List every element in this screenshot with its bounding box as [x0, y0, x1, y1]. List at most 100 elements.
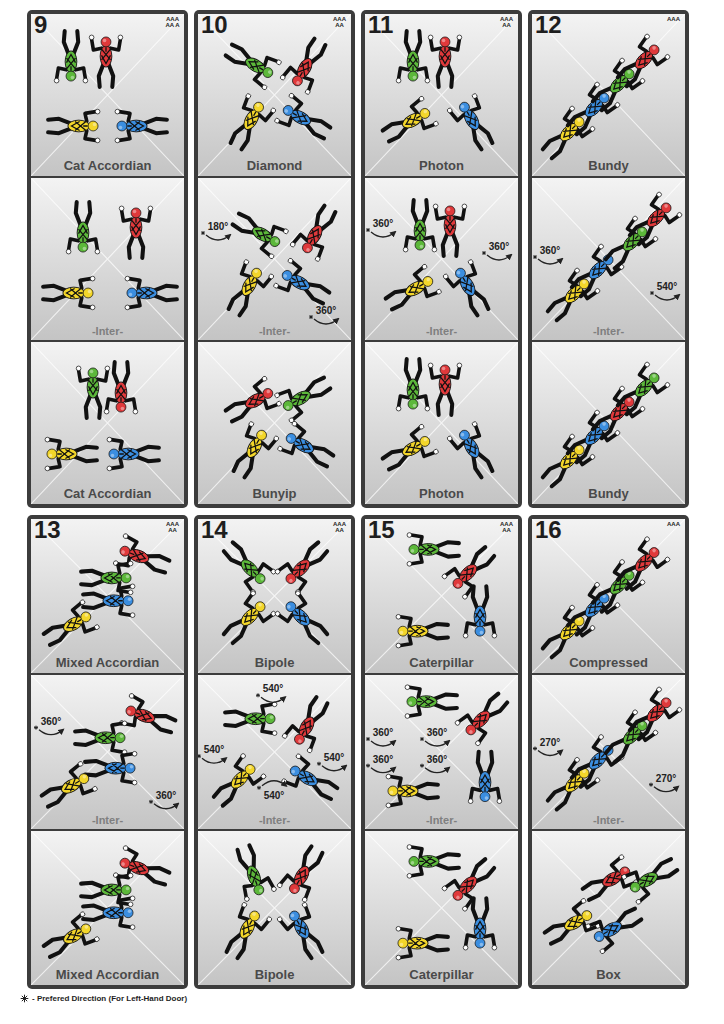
preferred-direction-star — [149, 800, 153, 804]
head-shine — [103, 39, 107, 43]
head — [131, 208, 141, 218]
harness — [109, 764, 125, 773]
hand — [128, 590, 133, 595]
formation-panel: Mixed Accordian — [31, 831, 184, 985]
hand — [614, 430, 621, 437]
hand — [644, 361, 651, 368]
rotation-degrees: 360° — [540, 245, 561, 256]
formation-illustration — [198, 14, 351, 176]
hand — [396, 406, 401, 411]
head-shine — [426, 277, 431, 282]
hand — [407, 873, 412, 878]
harness — [441, 47, 450, 63]
card-number: 9 — [34, 12, 47, 38]
skydiver-figure — [622, 686, 682, 746]
hand — [447, 435, 453, 441]
panel-cross — [31, 675, 184, 829]
preferred-direction-star — [420, 737, 424, 741]
torso — [105, 762, 127, 774]
formation-illustration — [532, 675, 685, 829]
harness — [298, 718, 314, 737]
formation-panel: -Inter-180°360° — [198, 178, 351, 340]
harness — [57, 450, 73, 459]
hand — [656, 191, 663, 198]
skydiver-figure — [274, 590, 334, 650]
formation-panel: -Inter- — [31, 178, 184, 340]
legs — [406, 31, 420, 54]
legs — [443, 233, 457, 256]
harness — [441, 375, 450, 391]
skydiver-figure — [66, 202, 99, 254]
hand — [105, 366, 110, 371]
rotation-degrees: 360° — [489, 241, 510, 252]
hand — [676, 212, 683, 219]
hand — [589, 625, 596, 632]
head-shine — [285, 405, 290, 410]
harness — [247, 868, 261, 886]
head-shine — [133, 210, 137, 214]
hand — [594, 581, 601, 588]
skydiver-figure — [405, 685, 457, 718]
rotation-arrow — [39, 730, 63, 735]
skydiver-figure — [83, 896, 135, 929]
hand — [115, 138, 120, 143]
head — [408, 399, 418, 409]
harness — [65, 616, 84, 632]
formation-panel: -Inter-360°360°360°360° — [365, 675, 518, 829]
skydiver-figure — [274, 93, 336, 148]
harness — [247, 58, 266, 74]
skydiver-figure — [220, 36, 282, 91]
formation-illustration — [31, 178, 184, 340]
hand — [272, 731, 277, 736]
formation-name: Cat Accordian — [64, 159, 152, 173]
head — [115, 733, 125, 743]
head-shine — [652, 548, 657, 553]
hand — [244, 896, 250, 902]
difficulty-marks: AAA AA A — [164, 16, 181, 29]
harness — [119, 450, 135, 459]
hand — [407, 533, 412, 538]
head — [123, 596, 133, 606]
formation-card: Compressed-Inter-270°270°Box16AAA — [528, 515, 689, 989]
harness — [242, 276, 258, 295]
legs — [425, 624, 448, 638]
formation-card: Photon-Inter-360°360°Photon11AAA AA — [361, 10, 522, 508]
harness — [107, 596, 123, 605]
rotation-degrees: 270° — [656, 772, 677, 783]
torso — [407, 937, 429, 949]
head-shine — [252, 912, 257, 917]
head — [418, 107, 432, 121]
hand — [639, 406, 646, 413]
hand — [656, 686, 663, 693]
panel-cross — [532, 14, 685, 176]
harness — [128, 861, 146, 875]
torso — [101, 884, 123, 896]
hand — [274, 392, 280, 398]
hand — [92, 786, 98, 792]
skydiver-figure — [396, 614, 448, 647]
hand — [79, 911, 85, 917]
preferred-direction-star — [309, 315, 313, 319]
formation-name: -Inter- — [259, 814, 290, 826]
legs — [415, 784, 438, 798]
hand — [282, 733, 288, 739]
harness — [446, 216, 455, 232]
skydiver-figure — [621, 850, 683, 905]
hand — [260, 773, 267, 780]
harness — [244, 110, 260, 129]
panel-cross — [532, 342, 685, 504]
torso — [101, 572, 123, 584]
head-shine — [71, 76, 75, 80]
hand — [128, 902, 133, 907]
hand — [107, 437, 112, 442]
head-shine — [84, 924, 89, 929]
head-shine — [283, 274, 288, 279]
rotation-degrees: 540° — [264, 789, 285, 800]
formation-card: Cat Accordian-Inter-Cat Accordian9AAA AA… — [27, 10, 188, 508]
rotation-arrow — [425, 768, 449, 773]
legs — [114, 362, 128, 385]
head-shine — [267, 70, 272, 75]
head-shine — [423, 109, 428, 114]
panel-cross — [365, 14, 518, 176]
panel-cross — [31, 831, 184, 985]
